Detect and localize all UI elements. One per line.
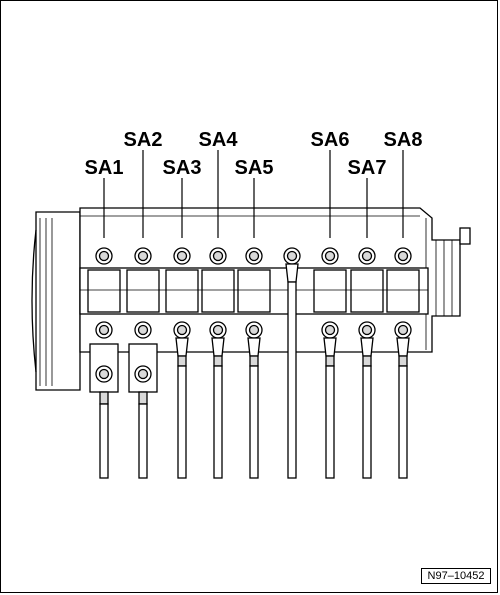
sa7-fuse-block — [350, 269, 384, 313]
sa8-crimp — [398, 355, 408, 367]
sa5-crimp — [249, 355, 259, 367]
sa8-lower-bolt-center — [397, 324, 409, 336]
sa5-cable — [249, 365, 259, 479]
label-sa4: SA4 — [199, 129, 239, 151]
sa2-top-bolt-center — [137, 250, 149, 262]
sa4-fuse-block — [201, 269, 235, 313]
sa2-lug-bolt-center — [137, 368, 149, 380]
sa6-ring — [323, 337, 337, 357]
middle-ring — [285, 263, 299, 283]
sa7-ring — [360, 337, 374, 357]
label-sa3: SA3 — [163, 157, 202, 179]
sa4-ring — [211, 337, 225, 357]
sa3-cable — [177, 365, 187, 479]
sa1-crimp — [99, 391, 109, 405]
sa7-top-bolt-center — [361, 250, 373, 262]
sa2-crimp — [138, 391, 148, 405]
sa6-fuse-block — [313, 269, 347, 313]
sa1-cable — [99, 403, 109, 479]
sa7-crimp — [362, 355, 372, 367]
housing-left-cap — [35, 211, 81, 391]
sa7-lower-bolt-center — [361, 324, 373, 336]
label-sa8: SA8 — [384, 129, 423, 151]
sa3-lower-bolt-center — [176, 324, 188, 336]
label-sa7: SA7 — [348, 157, 387, 179]
sa8-ring — [396, 337, 410, 357]
label-sa6: SA6 — [311, 129, 350, 151]
sa3-crimp — [177, 355, 187, 367]
sa3-fuse-block — [165, 269, 199, 313]
sa6-lower-bolt-center — [324, 324, 336, 336]
sa8-top-bolt-center — [397, 250, 409, 262]
sa1-top-bolt-center — [98, 250, 110, 262]
sa4-crimp — [213, 355, 223, 367]
sa4-cable — [213, 365, 223, 479]
sa8-fuse-block — [386, 269, 420, 313]
sa4-top-bolt-center — [212, 250, 224, 262]
sa5-fuse-block — [237, 269, 271, 313]
leader-lines — [103, 150, 404, 238]
label-sa5: SA5 — [235, 157, 274, 179]
sa8-cable — [398, 365, 408, 479]
sa7-cable — [362, 365, 372, 479]
sa6-crimp — [325, 355, 335, 367]
sa1-lower-bolt-center — [98, 324, 110, 336]
sa6-cable — [325, 365, 335, 479]
sa5-ring — [247, 337, 261, 357]
middle-top-bolt-center — [286, 250, 298, 262]
sa2-fuse-block — [126, 269, 160, 313]
sa5-top-bolt-center — [248, 250, 260, 262]
sa2-lower-bolt-center — [137, 324, 149, 336]
sa1-lug-bolt-center — [98, 368, 110, 380]
fuse-terminals — [87, 247, 420, 479]
sa1-fuse-block — [87, 269, 121, 313]
sa4-lower-bolt-center — [212, 324, 224, 336]
sa2-cable — [138, 403, 148, 479]
middle-cable — [287, 281, 297, 479]
sa6-top-bolt-center — [324, 250, 336, 262]
label-sa2: SA2 — [124, 129, 163, 151]
sa3-top-bolt-center — [176, 250, 188, 262]
figure-reference: N97–10452 — [421, 568, 491, 584]
sa5-lower-bolt-center — [248, 324, 260, 336]
sa3-ring — [175, 337, 189, 357]
label-sa1: SA1 — [85, 157, 124, 179]
